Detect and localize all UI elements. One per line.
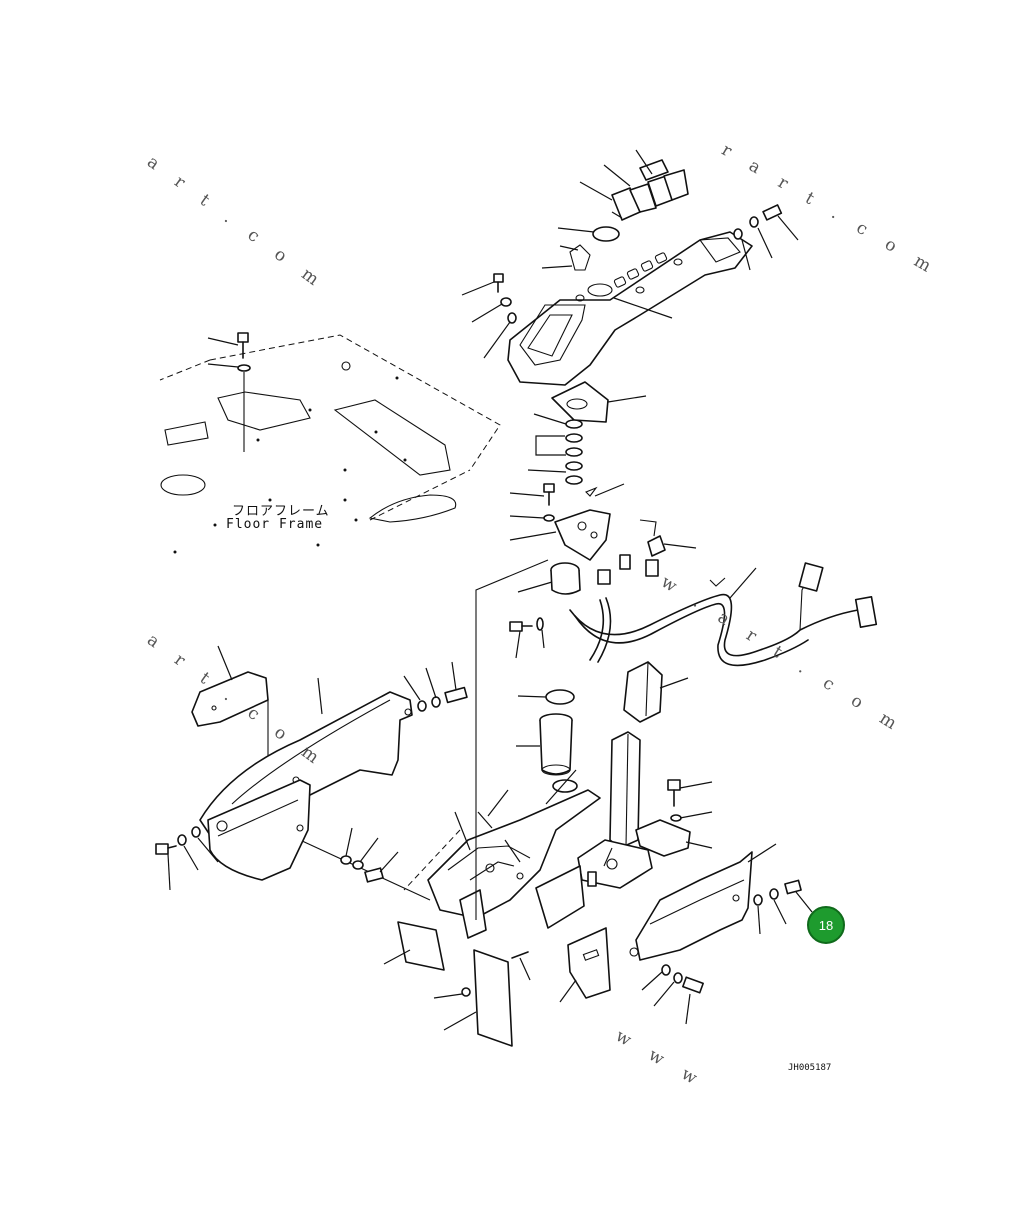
base-frame	[403, 789, 601, 939]
floor-frame-label-en: Floor Frame	[226, 517, 324, 532]
mounting-bracket	[509, 483, 625, 561]
harness-connectors	[597, 519, 697, 585]
column-bolts	[635, 779, 713, 857]
part-callout-badge[interactable]: 18	[807, 906, 845, 944]
floor-frame	[159, 334, 501, 554]
console-switch-panel	[507, 231, 753, 386]
clamp-ring	[517, 689, 575, 705]
rocker-switches	[579, 149, 689, 221]
left-lower-bracket	[207, 779, 311, 881]
harness-bolts	[509, 617, 545, 659]
console-side-bolts	[461, 273, 673, 359]
left-fasteners	[155, 826, 219, 891]
cover-channel	[623, 661, 689, 723]
left-bolt-stack	[207, 332, 251, 452]
cover-fasteners	[403, 661, 468, 712]
drawing-code: JH005187	[788, 1063, 832, 1073]
column-post	[577, 731, 653, 889]
gasket-plate	[551, 381, 647, 423]
floor-frame-label-jp: フロアフレーム	[232, 504, 330, 519]
o-ring-stack	[527, 413, 583, 485]
wiring-harness	[569, 562, 878, 667]
mid-fasteners	[340, 827, 399, 883]
lower-plates	[383, 921, 611, 1047]
ignition-cylinder	[517, 562, 581, 595]
left-small-plate	[191, 645, 269, 727]
dial-knob	[541, 226, 620, 271]
right-lower-cover	[629, 843, 813, 961]
bottom-bolts	[641, 964, 704, 1025]
top-right-fasteners	[733, 204, 799, 271]
bellows-boot	[516, 713, 578, 805]
